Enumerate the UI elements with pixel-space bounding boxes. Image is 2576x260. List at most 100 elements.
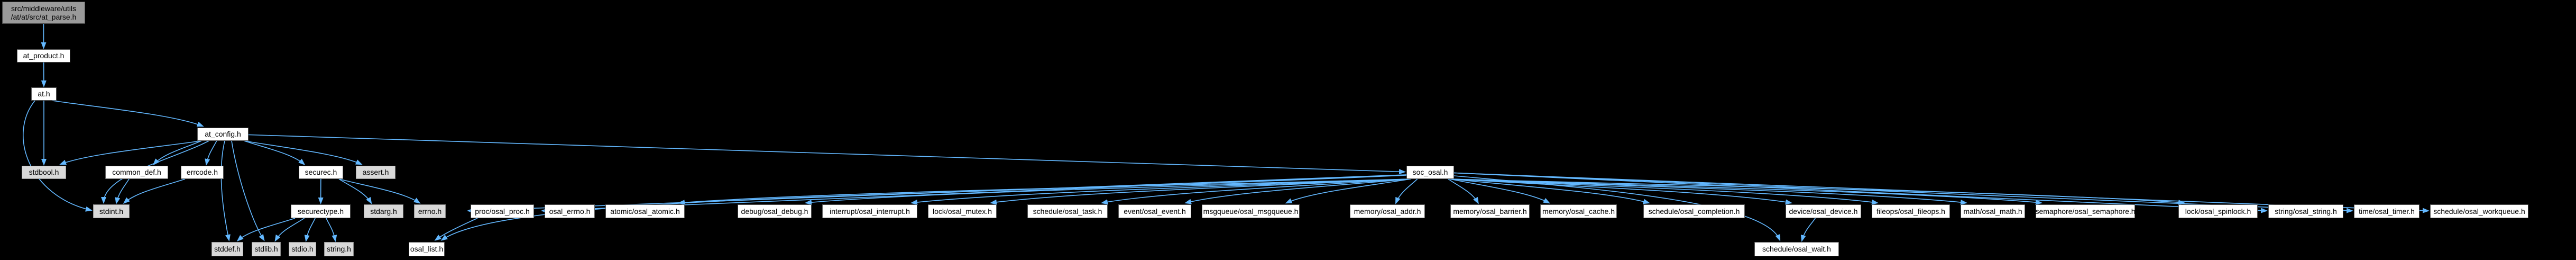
graph-node-assert-h[interactable]: assert.h [356, 166, 395, 179]
graph-node-at-parse-root: src/middleware/utils /at/at/src/at_parse… [2, 2, 85, 24]
graph-node-label: at_config.h [205, 130, 241, 139]
include-edge-at-config-h-to-stdlib-h [231, 140, 265, 241]
graph-node-label: schedule/osal_wait.h [1762, 245, 1831, 254]
graph-node-osal-addr-h[interactable]: memory/osal_addr.h [1350, 204, 1425, 218]
graph-node-osal-spinlock-h[interactable]: lock/osal_spinlock.h [2178, 204, 2258, 218]
include-edge-securectype-h-to-string-h [326, 218, 337, 242]
graph-node-osal-debug-h[interactable]: debug/osal_debug.h [738, 204, 812, 218]
graph-node-osal-task-h[interactable]: schedule/osal_task.h [1027, 204, 1108, 218]
graph-node-osal-atomic-h[interactable]: atomic/osal_atomic.h [605, 204, 685, 218]
graph-node-label: schedule/osal_task.h [1033, 207, 1102, 216]
graph-node-osal-math-h[interactable]: math/osal_math.h [1961, 204, 2025, 218]
graph-node-label: osal_errno.h [549, 207, 591, 216]
include-edge-soc-osal-h-to-osal-barrier-h [1448, 178, 1479, 204]
graph-node-label: assert.h [362, 168, 389, 177]
graph-node-osal-errno-h[interactable]: osal_errno.h [545, 204, 595, 218]
graph-node-common-def-h[interactable]: common_def.h [105, 166, 168, 179]
graph-node-label: common_def.h [112, 168, 161, 177]
graph-node-osal-string-h[interactable]: string/osal_string.h [2268, 204, 2343, 218]
include-edge-at-config-h-to-stddef-h [220, 140, 231, 241]
graph-node-label: soc_osal.h [1412, 168, 1448, 177]
include-edge-at-config-h-to-assert-h [244, 140, 363, 165]
graph-node-securectype-h[interactable]: securectype.h [291, 204, 351, 218]
graph-node-osal-mutex-h[interactable]: lock/osal_mutex.h [928, 204, 997, 218]
graph-node-string-h[interactable]: string.h [324, 242, 354, 256]
graph-node-at-h[interactable]: at.h [31, 87, 57, 101]
include-edge-securec-h-to-stdarg-h [338, 178, 372, 204]
graph-node-osal-device-h[interactable]: device/osal_device.h [1786, 204, 1861, 218]
include-edge-soc-osal-h-to-osal-debug-h [805, 178, 1411, 205]
graph-node-osal-list-h[interactable]: osal_list.h [409, 242, 445, 256]
include-edge-soc-osal-h-to-osal-device-h [1449, 178, 1792, 205]
graph-node-label: time/osal_timer.h [2359, 207, 2415, 216]
graph-node-securec-h[interactable]: securec.h [299, 166, 343, 179]
include-edge-soc-osal-h-to-osal-mutex-h [990, 178, 1411, 205]
graph-node-label: string.h [327, 245, 351, 254]
graph-node-osal-workqueue-h[interactable]: schedule/osal_workqueue.h [2430, 204, 2528, 218]
graph-node-at-config-h[interactable]: at_config.h [197, 128, 249, 141]
graph-node-label: string/osal_string.h [2275, 207, 2337, 216]
graph-node-at-product-h[interactable]: at_product.h [17, 49, 70, 62]
include-edge-soc-osal-h-to-osal-list-h [440, 175, 1407, 241]
include-edge-soc-osal-h-to-osal-msgqueue-h [1285, 178, 1411, 204]
graph-node-osal-timer-h[interactable]: time/osal_timer.h [2354, 204, 2419, 218]
graph-node-label: msgqueue/osal_msgqueue.h [1203, 207, 1299, 216]
include-edge-securectype-h-to-stddef-h [236, 218, 296, 241]
graph-node-label: lock/osal_spinlock.h [2185, 207, 2251, 216]
graph-node-stdlib-h[interactable]: stdlib.h [252, 242, 281, 256]
graph-node-osal-interrupt-h[interactable]: interrupt/osal_interrupt.h [822, 204, 917, 218]
graph-node-stddef-h[interactable]: stddef.h [211, 242, 243, 256]
graph-node-label: stdarg.h [370, 207, 397, 216]
include-edge-securec-h-to-errno-h [338, 178, 421, 204]
graph-node-label: device/osal_device.h [1789, 207, 1858, 216]
include-edge-soc-osal-h-to-osal-fileops-h [1449, 178, 1879, 205]
graph-node-label: at.h [38, 89, 50, 98]
graph-node-label: lock/osal_mutex.h [932, 207, 992, 216]
include-edge-osal-device-h-to-osal-wait-h [1800, 218, 1816, 242]
graph-node-label: debug/osal_debug.h [741, 207, 808, 216]
graph-node-label: stdint.h [99, 207, 124, 216]
graph-node-soc-osal-h[interactable]: soc_osal.h [1406, 166, 1454, 179]
graph-node-errno-h[interactable]: errno.h [414, 204, 446, 218]
graph-node-stdarg-h[interactable]: stdarg.h [364, 204, 403, 218]
graph-node-label: memory/osal_cache.h [1542, 207, 1615, 216]
graph-node-label: at_product.h [23, 51, 65, 60]
include-edge-securectype-h-to-stdio-h [304, 218, 316, 242]
graph-node-label: errno.h [418, 207, 442, 216]
include-edge-at-config-h-to-stdbool-h [59, 140, 202, 165]
graph-node-osal-proc-h[interactable]: proc/osal_proc.h [471, 204, 534, 218]
include-edge-soc-osal-h-to-osal-task-h [1101, 178, 1411, 205]
include-edge-soc-osal-h-to-osal-addr-h [1395, 178, 1418, 204]
graph-node-osal-completion-h[interactable]: schedule/osal_completion.h [1643, 204, 1745, 218]
include-edge-common-def-h-to-stdint-h [115, 178, 130, 204]
graph-node-label: securectype.h [297, 207, 344, 216]
graph-node-errcode-h[interactable]: errcode.h [181, 166, 224, 179]
graph-node-label: schedule/osal_completion.h [1648, 207, 1740, 216]
include-edge-soc-osal-h-to-osal-completion-h [1449, 178, 1650, 204]
graph-node-label: memory/osal_addr.h [1354, 207, 1421, 216]
include-edge-errcode-h-to-stdint-h [123, 178, 186, 204]
graph-node-osal-semaphore-h[interactable]: semaphore/osal_semaphore.h [2035, 204, 2136, 218]
include-edge-securectype-h-to-stdlib-h [274, 218, 305, 242]
graph-node-osal-wait-h[interactable]: schedule/osal_wait.h [1754, 242, 1839, 256]
graph-node-label: fileops/osal_fileops.h [1876, 207, 1945, 216]
graph-node-osal-barrier-h[interactable]: memory/osal_barrier.h [1450, 204, 1530, 218]
graph-node-stdint-h[interactable]: stdint.h [93, 204, 130, 218]
include-edge-at-config-h-to-errcode-h [205, 140, 217, 166]
graph-node-label: stdio.h [291, 245, 314, 254]
include-edge-soc-osal-h-to-osal-errno-h [541, 172, 1455, 213]
graph-node-osal-fileops-h[interactable]: fileops/osal_fileops.h [1872, 204, 1950, 218]
graph-node-osal-msgqueue-h[interactable]: msgqueue/osal_msgqueue.h [1202, 204, 1300, 218]
include-edge-soc-osal-h-to-osal-wait-h [1453, 175, 1781, 241]
graph-node-label: proc/osal_proc.h [475, 207, 530, 216]
graph-node-osal-event-h[interactable]: event/osal_event.h [1118, 204, 1191, 218]
graph-node-osal-cache-h[interactable]: memory/osal_cache.h [1540, 204, 1617, 218]
graph-node-stdio-h[interactable]: stdio.h [289, 242, 316, 256]
graph-node-label: semaphore/osal_semaphore.h [2035, 207, 2136, 216]
graph-node-label: osal_list.h [410, 245, 444, 254]
graph-node-label: errcode.h [186, 168, 218, 177]
graph-node-label: stdlib.h [254, 245, 278, 254]
graph-node-stdbool-h[interactable]: stdbool.h [22, 166, 66, 179]
